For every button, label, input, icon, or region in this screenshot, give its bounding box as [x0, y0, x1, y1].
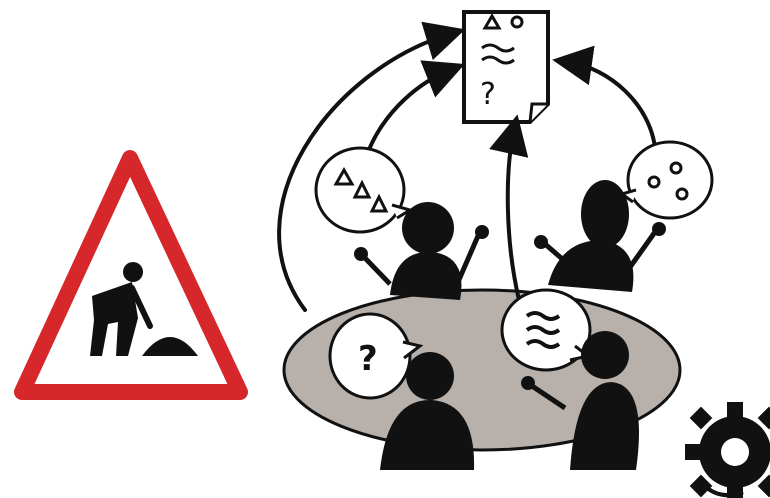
arrow-right [568, 62, 655, 148]
gear-icon [685, 402, 770, 498]
question-mark-text: ? [358, 339, 378, 379]
document-question-mark: ? [480, 77, 496, 112]
speech-bubble-circles [622, 142, 712, 218]
speech-bubble-triangles [316, 148, 410, 232]
arrow-left-inner [368, 70, 450, 152]
construction-warning-sign-icon [22, 158, 240, 392]
document-icon: ? [464, 12, 548, 122]
arrow-center [508, 130, 519, 300]
speech-bubble-wavy-text [502, 290, 590, 370]
